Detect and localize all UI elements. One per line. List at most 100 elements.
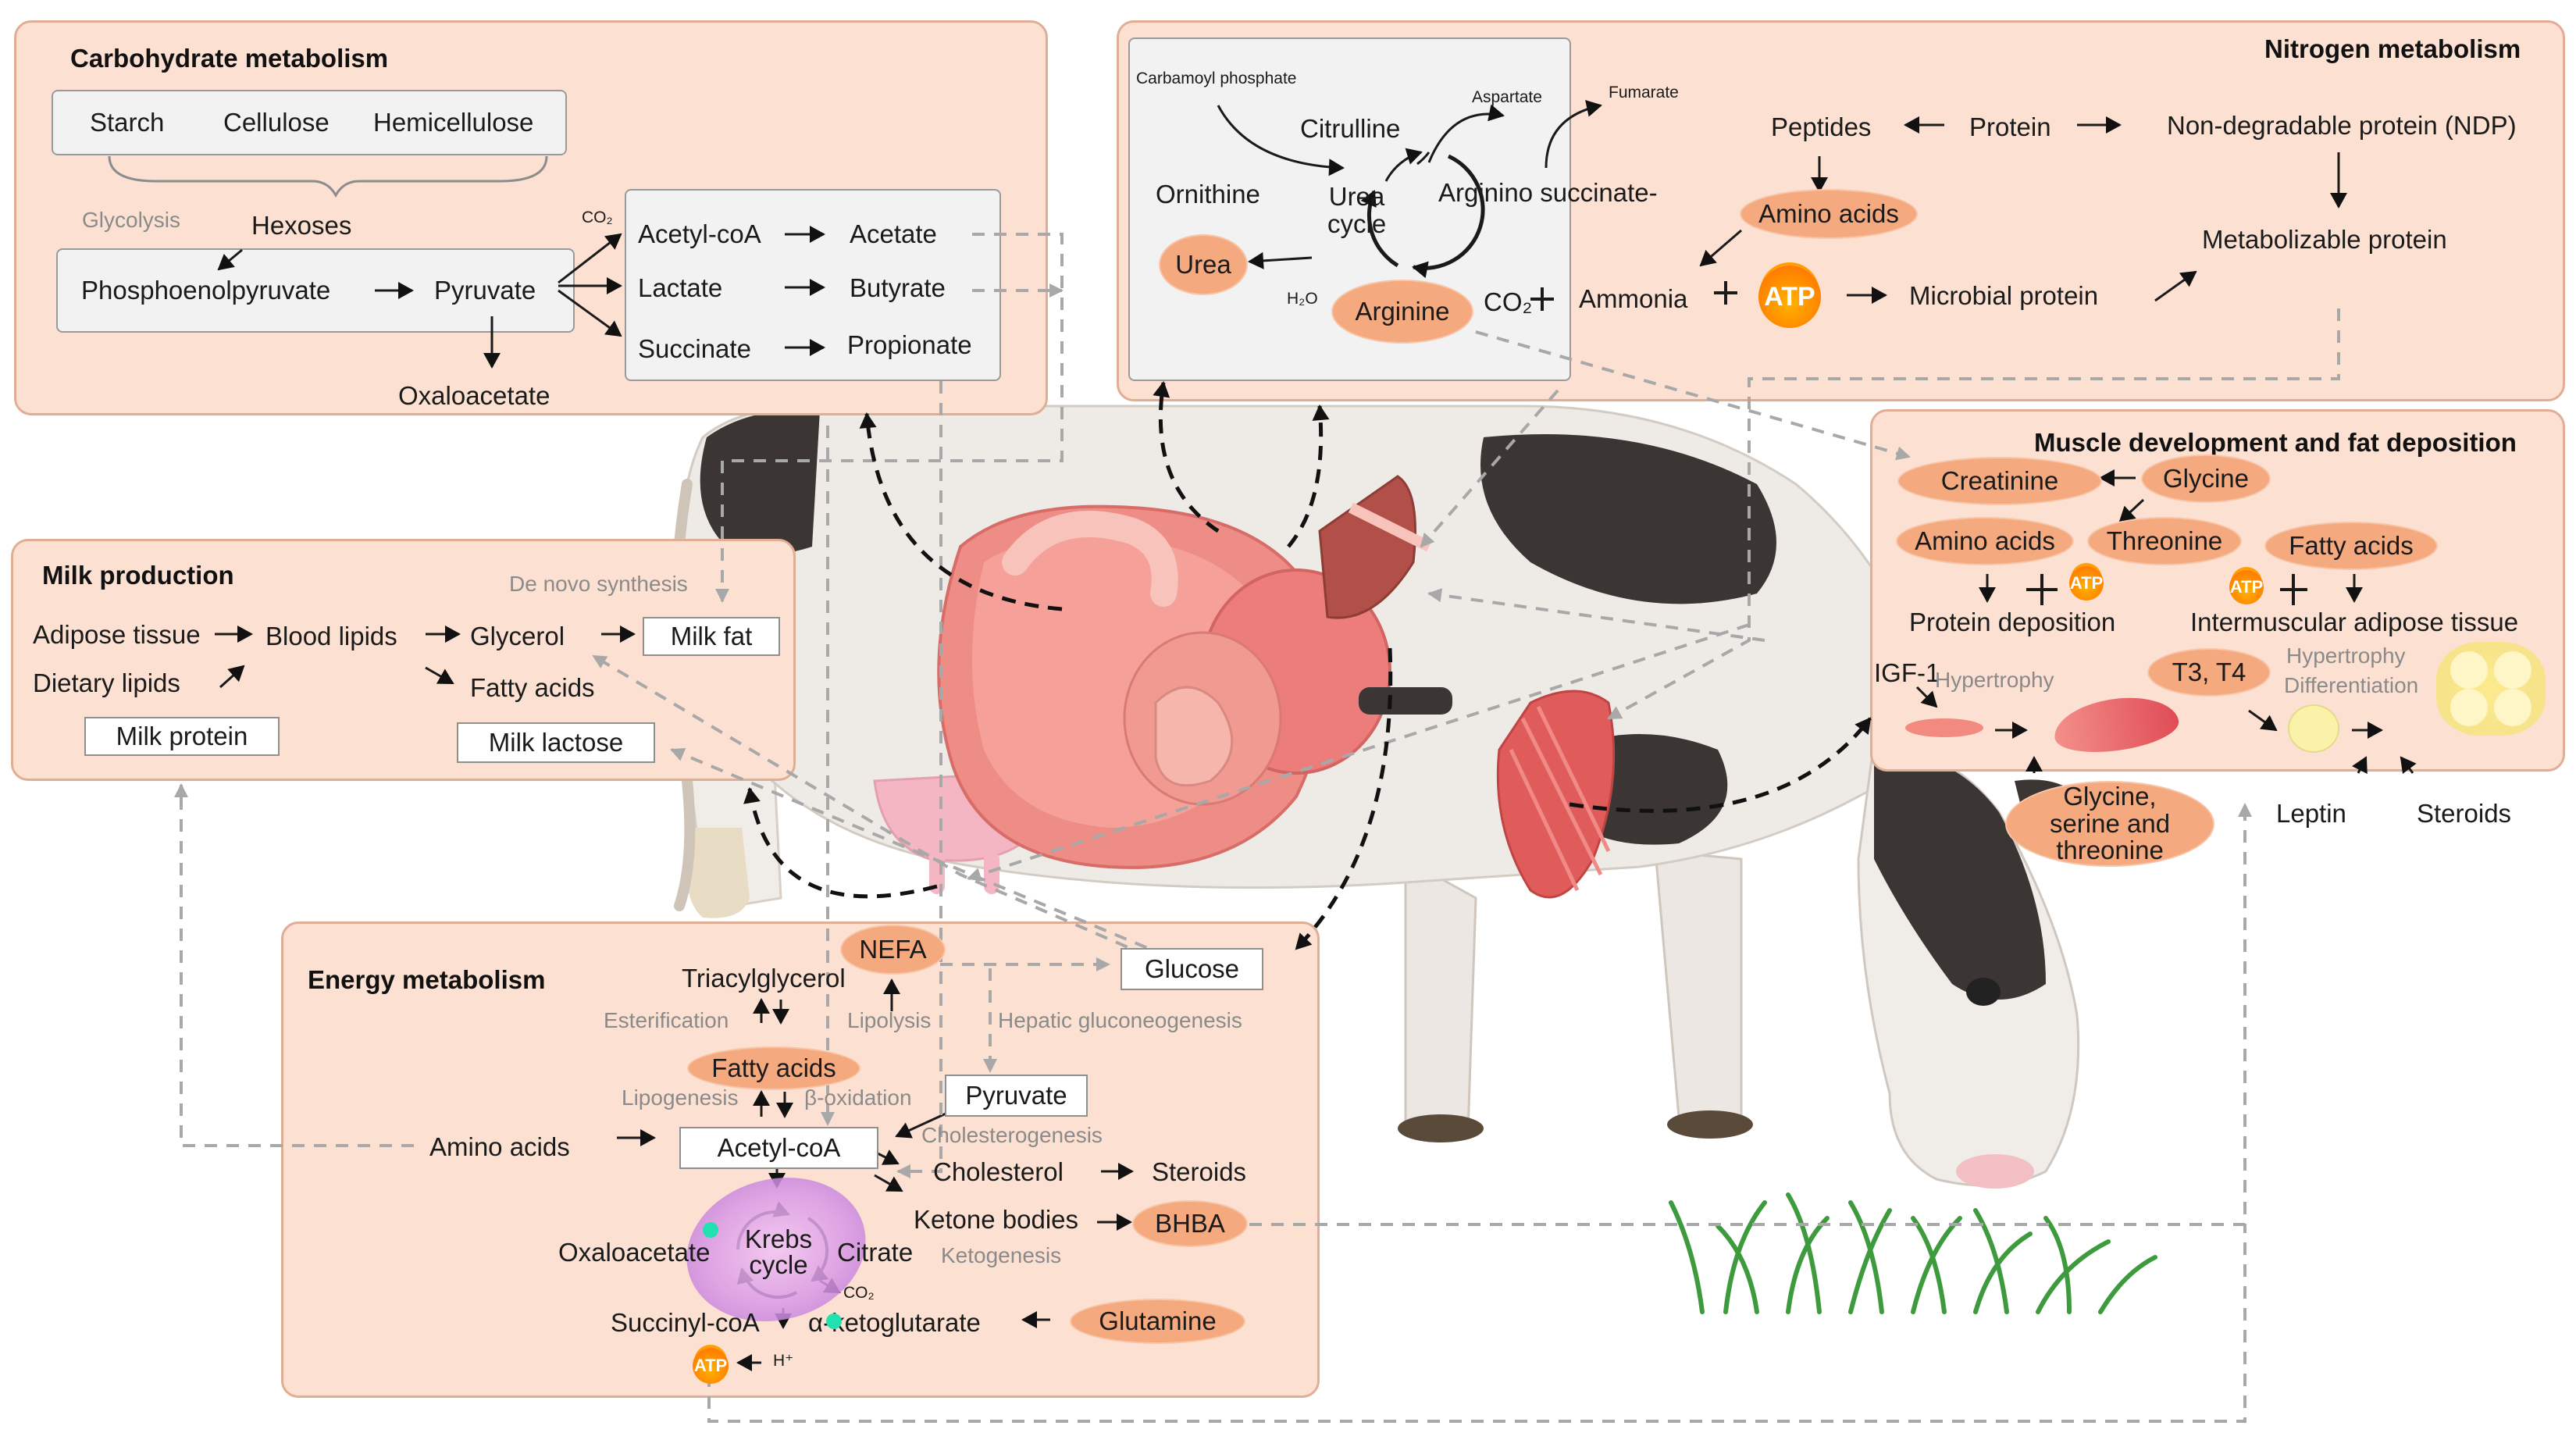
hypertrophy2-label: Hypertrophy [2286,643,2406,668]
leptin-label: Leptin [2276,799,2346,828]
cow-eye [1966,978,2001,1006]
ndp-label: Non-degradable protein (NDP) [2167,111,2517,140]
cellulose-label: Cellulose [223,108,330,137]
adipocyte-cluster-icon [2436,642,2546,736]
blood-lipids-label: Blood lipids [265,622,397,650]
ornithine-label: Ornithine [1156,180,1260,209]
lactate-label: Lactate [638,273,723,302]
atp-icon-protein: ATP [2069,566,2104,601]
aspartate-label: Aspartate [1472,88,1542,106]
energy-pyruvate-box: Pyruvate [945,1075,1088,1117]
cow-patch-2 [1480,434,1776,604]
butyrate-label: Butyrate [850,273,946,302]
energy-fatty-acids-oval: Fatty acids [687,1046,860,1090]
cow-patch [700,409,820,554]
milk-fatty-acids-label: Fatty acids [470,673,595,702]
grass [1669,1192,2157,1314]
lipogenesis-label: Lipogenesis [622,1085,739,1110]
oxaloacetate-label: Oxaloacetate [398,381,550,410]
starch-label: Starch [90,108,165,137]
igf-label: IGF-1 [1874,658,1940,687]
glycolysis-label: Glycolysis [82,208,181,232]
esterification-label: Esterification [604,1008,729,1032]
beta-oxidation-label: β-oxidation [804,1085,912,1110]
muscle-fatty-acids-oval: Fatty acids [2264,522,2438,570]
adipose-label: Adipose tissue [33,620,201,649]
energy-title: Energy metabolism [308,965,546,994]
organ-links [743,381,1872,950]
glycine-serine-oval: Glycine, serine and threonine [2005,781,2214,867]
muscle-fibers [1509,705,1611,892]
nefa-oval: NEFA [840,925,946,975]
t3t4-oval: T3, T4 [2147,648,2271,697]
cow-shoulder-patch [1359,687,1452,715]
pep-label: Phosphoenolpyruvate [81,276,331,305]
arginino-label: Arginino succinate- [1438,178,1658,207]
succinate-label: Succinate [638,334,751,363]
energy-steroids-label: Steroids [1152,1157,1247,1186]
cow-front-hoof-2 [1667,1110,1753,1139]
cholesterol-label: Cholesterol [933,1157,1064,1186]
hypertrophy-label: Hypertrophy [1935,668,2054,692]
energy-acetylcoa-box: Acetyl-coA [679,1127,878,1169]
carbohydrate-title: Carbohydrate metabolism [70,44,389,73]
atp-icon: ATP [1758,266,1821,328]
ammonia-label: Ammonia [1579,284,1688,313]
triacylglycerol-label: Triacylglycerol [682,964,846,993]
nitrogen-title: Nitrogen metabolism [2264,34,2521,63]
carbamoyl-label: Carbamoyl phosphate [1136,70,1297,87]
co2-label: CO₂ [1484,287,1533,316]
bhba-oval: BHBA [1132,1200,1248,1247]
cholesterogenesis-label: Cholesterogenesis [921,1123,1103,1147]
glutamine-oval: Glutamine [1070,1299,1245,1344]
milk-title: Milk production [42,561,234,590]
atp-icon-fat: ATP [2229,570,2264,604]
muscle-steroids-label: Steroids [2417,799,2512,828]
hplus-label: H⁺ [773,1352,794,1370]
h2o-label: H₂O [1287,290,1318,308]
liver-duct [1348,502,1432,552]
metabolizable-label: Metabolizable protein [2202,225,2447,254]
atp-icon-krebs: ATP [693,1348,729,1384]
propionate-label: Propionate [847,330,972,359]
liver [1318,475,1416,619]
fumarate-label: Fumarate [1609,84,1679,102]
milk-lactose-box: Milk lactose [457,722,655,763]
preadipocyte-icon [2288,704,2339,753]
intermuscular-label: Intermuscular adipose tissue [2190,608,2519,636]
pyruvate-label: Pyruvate [434,276,536,305]
polysaccharide-box [52,90,567,155]
ketogenesis-label: Ketogenesis [941,1243,1062,1267]
protein-deposition-label: Protein deposition [1909,608,2116,636]
urea-oval: Urea [1159,234,1248,295]
muscle-amino-acids-oval: Amino acids [1896,517,2074,565]
cow-hoof [685,828,750,918]
energy-amino-acids-label: Amino acids [429,1132,570,1161]
lipolysis-label: Lipolysis [847,1008,932,1032]
threonine-oval: Threonine [2087,517,2242,565]
protein-label: Protein [1969,112,2051,141]
cow-head-patch [1874,750,2046,1000]
arginine-oval: Arginine [1331,280,1473,344]
peptides-label: Peptides [1771,112,1872,141]
creatinine-oval: Creatinine [1897,457,2102,505]
citrate-label: Citrate [837,1238,914,1267]
abomasum-fold [1154,686,1234,787]
co2-label: CO₂ [582,209,613,226]
krebs-label: Krebs cycle [744,1224,813,1279]
de-novo-label: De novo synthesis [509,572,688,596]
energy-oxaloacetate-label: Oxaloacetate [558,1238,711,1267]
glucose-box: Glucose [1121,948,1263,990]
ketone-label: Ketone bodies [914,1205,1079,1234]
hexoses-label: Hexoses [251,211,352,240]
esophagus [1002,511,1178,607]
milk-fat-box: Milk fat [643,617,780,656]
hemicellulose-label: Hemicellulose [373,108,534,137]
acetylcoa-label: Acetyl-coA [638,219,761,248]
electron-dot-2 [826,1313,842,1329]
glycerol-label: Glycerol [470,622,565,650]
milk-protein-box: Milk protein [84,717,280,756]
